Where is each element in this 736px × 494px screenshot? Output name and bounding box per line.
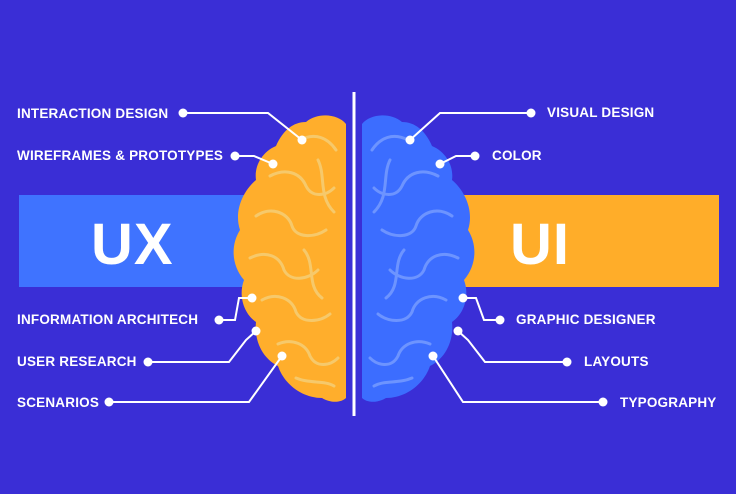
label-typography: TYPOGRAPHY	[620, 395, 717, 410]
label-graphic-designer: GRAPHIC DESIGNER	[516, 312, 656, 327]
right-connector-dots	[405, 108, 608, 407]
label-wireframes-prototypes: WIREFRAMES & PROTOTYPES	[17, 148, 224, 163]
label-layouts: LAYOUTS	[584, 354, 649, 369]
label-user-research: USER RESEARCH	[17, 354, 137, 369]
label-scenarios: SCENARIOS	[17, 395, 100, 410]
right-connectors	[409, 112, 603, 403]
label-information-architech: INFORMATION ARCHITECH	[17, 312, 199, 327]
label-visual-design: VISUAL DESIGN	[547, 105, 655, 120]
label-interaction-design: INTERACTION DESIGN	[17, 106, 169, 121]
ui-band	[452, 195, 719, 287]
right-brain-folds	[368, 134, 460, 388]
left-brain-hemisphere	[233, 115, 346, 402]
ui-title: UI	[510, 212, 570, 277]
left-brain-folds	[248, 134, 340, 388]
label-color: COLOR	[492, 148, 542, 163]
left-connector-dots	[104, 108, 307, 407]
right-brain-hemisphere	[362, 115, 475, 402]
ux-title: UX	[91, 212, 174, 277]
left-connectors	[109, 112, 303, 403]
